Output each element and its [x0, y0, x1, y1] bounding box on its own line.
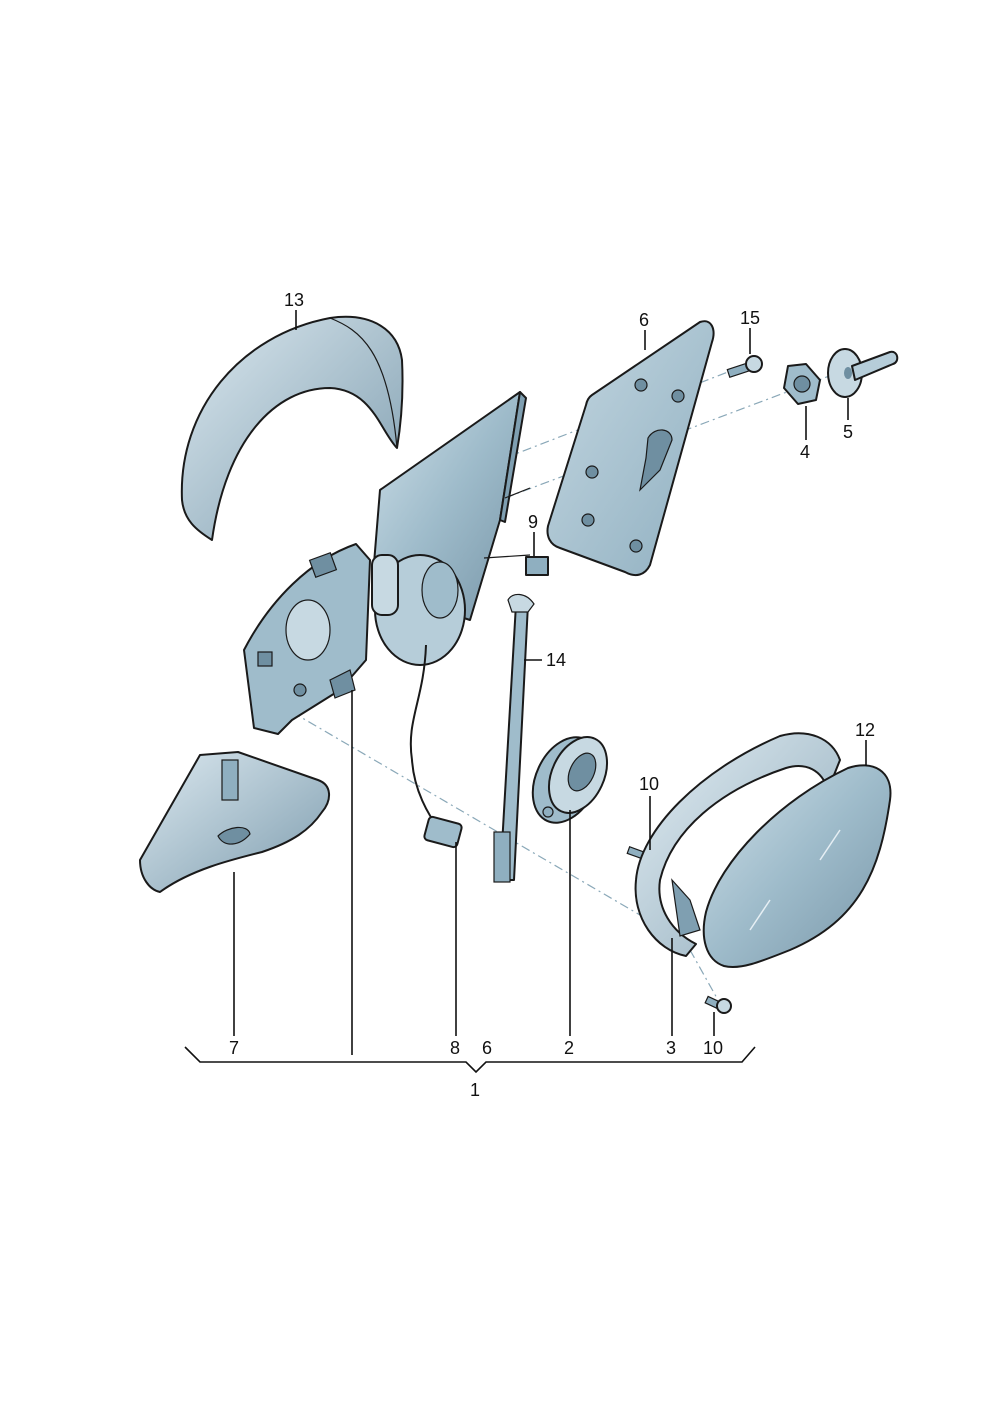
callout-7: 7 — [229, 1038, 239, 1058]
callout-6-top: 6 — [639, 310, 649, 330]
callout-13: 13 — [284, 290, 304, 310]
part-14-wiring-strip — [493, 593, 535, 883]
part-7-lower-housing — [139, 751, 330, 893]
callout-6-bottom: 6 — [482, 1038, 492, 1058]
leader-lines — [233, 310, 867, 1055]
part-15-screw — [726, 355, 763, 378]
part-5-bolt — [827, 348, 899, 398]
callout-8: 8 — [450, 1038, 460, 1058]
callout-2: 2 — [564, 1038, 574, 1058]
part-3-mirror-frame — [634, 732, 841, 957]
mirror-housing-assembly — [243, 391, 549, 849]
assembly-bracket — [184, 1046, 756, 1074]
part-2-adjustment-motor — [531, 736, 609, 824]
callout-15: 15 — [740, 308, 760, 328]
part-4-hex-nut — [783, 363, 821, 405]
callout-12: 12 — [855, 720, 875, 740]
callout-9: 9 — [528, 512, 538, 532]
callout-10-bottom: 10 — [703, 1038, 723, 1058]
part-6-mounting-plate — [546, 320, 715, 577]
callout-labels: 13 6 15 5 4 9 14 12 10 7 8 6 2 3 10 1 — [229, 290, 875, 1100]
callout-4: 4 — [800, 442, 810, 462]
callout-5: 5 — [843, 422, 853, 442]
part-10-screw-bottom — [704, 995, 732, 1014]
callout-10-mid: 10 — [639, 774, 659, 794]
callout-14: 14 — [546, 650, 566, 670]
callout-3: 3 — [666, 1038, 676, 1058]
part-13-mirror-cap — [180, 315, 404, 541]
callout-1: 1 — [470, 1080, 480, 1100]
part-12-mirror-glass — [702, 764, 892, 968]
